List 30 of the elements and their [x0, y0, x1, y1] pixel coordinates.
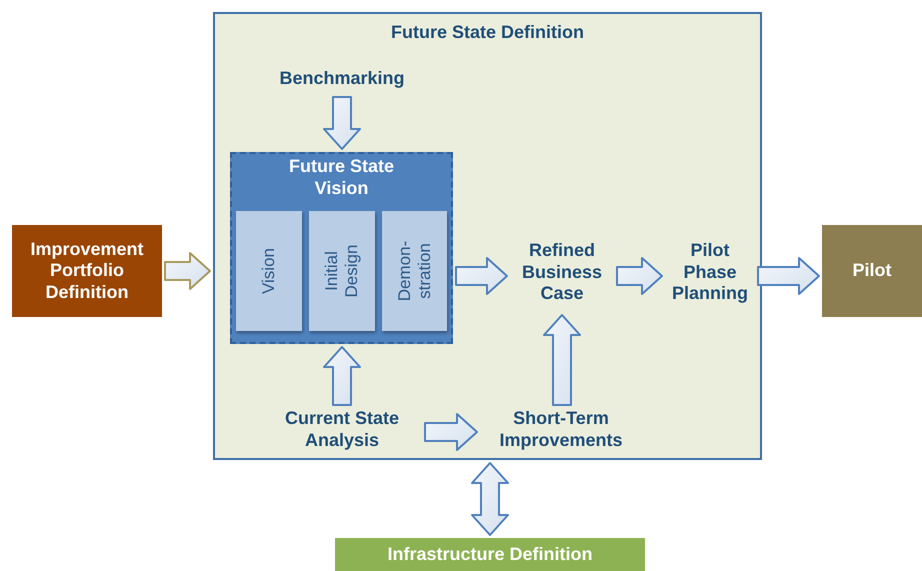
vision-group-box [230, 152, 453, 344]
box-label: Vision [258, 247, 280, 296]
container-box [213, 12, 762, 460]
block-arrow [543, 314, 581, 406]
group-heading: Future State Definition [390, 22, 585, 44]
step-label: Pilot Phase Planning [671, 240, 749, 305]
box-label: Improvement Portfolio Definition [29, 238, 145, 304]
block-arrow [323, 346, 361, 406]
block-arrow [424, 413, 478, 451]
step-label: Short-Term Improvements [498, 408, 624, 452]
phase-column [382, 211, 447, 331]
group-heading: Future State Vision [288, 156, 395, 200]
block-arrow [616, 257, 663, 295]
box-label: Initial Design [321, 244, 362, 300]
step-label: Current State Analysis [284, 408, 400, 452]
step-label: Benchmarking [278, 68, 406, 90]
box-label: Demon- stration [394, 240, 434, 304]
box-label: Pilot [852, 260, 892, 282]
block-arrow [323, 96, 361, 150]
phase-column [309, 211, 375, 331]
infrastructure-box [335, 538, 645, 571]
block-arrow [471, 462, 509, 536]
phase-column [236, 211, 302, 331]
pilot-box [822, 225, 922, 317]
block-arrow [757, 257, 820, 295]
improvement-box [12, 225, 162, 317]
step-label: Refined Business Case [520, 240, 604, 305]
block-arrow [164, 252, 211, 290]
block-arrow [455, 257, 508, 295]
box-label: Infrastructure Definition [387, 544, 592, 566]
